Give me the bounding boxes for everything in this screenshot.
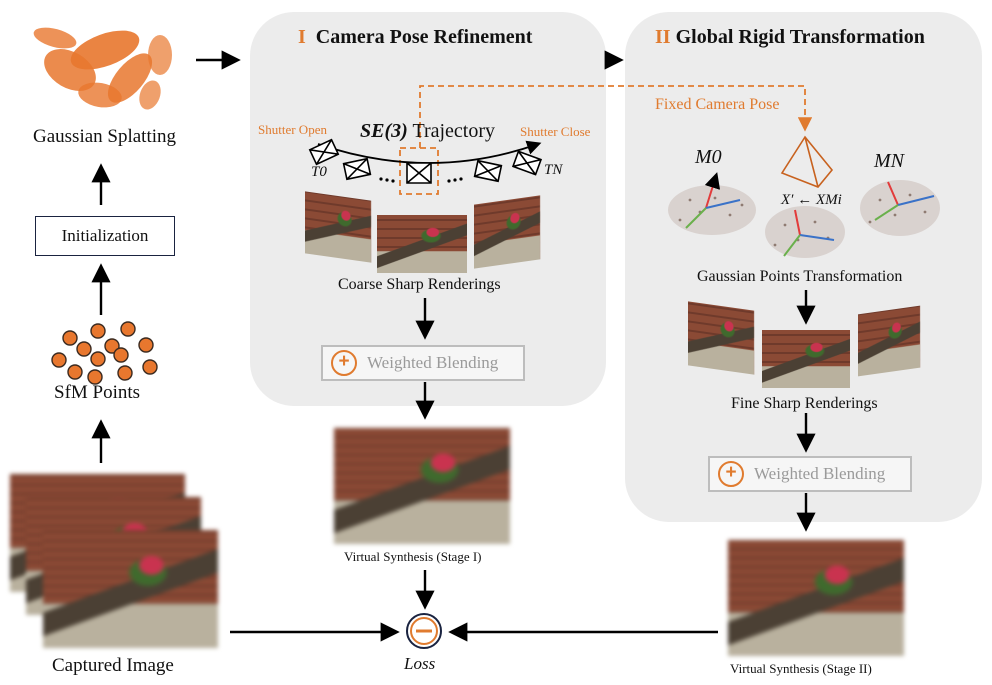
- stage1-title: I Camera Pose Refinement: [298, 26, 532, 49]
- axis-blue: [799, 234, 835, 241]
- fixed-pose-link: [419, 85, 813, 148]
- point-clouds: [668, 180, 940, 258]
- fine-rendering-left: [688, 301, 754, 375]
- shutter-close-label: Shutter Close: [520, 124, 591, 139]
- axis-blue: [705, 199, 741, 209]
- gaussian-splatting-label: Gaussian Splatting: [33, 126, 177, 147]
- plus-icon: +: [331, 350, 357, 376]
- mn-label: MN: [874, 150, 904, 172]
- virtual-synthesis-stage2-image: [728, 540, 904, 656]
- axis-green: [783, 234, 801, 257]
- axis-red: [887, 181, 899, 206]
- fine-rendering-right: [858, 305, 920, 377]
- points-transformation-label: Gaussian Points Transformation: [697, 268, 903, 285]
- loss-minus-icon: [406, 613, 442, 649]
- coarse-rendering-center: [377, 215, 467, 273]
- stage2-title: II Global Rigid Transformation: [655, 26, 925, 49]
- captured-image: [43, 530, 218, 648]
- trajectory-arc: [317, 140, 542, 164]
- transform-equation: X′ ← XMi: [781, 192, 842, 208]
- camera-icon: [308, 138, 340, 166]
- sfm-points: [51, 321, 158, 385]
- camera-icon: [342, 157, 372, 181]
- fine-rendering-center: [762, 330, 850, 388]
- initialization-box: Initialization: [35, 216, 175, 256]
- virtual-synthesis-stage1-image: [334, 428, 510, 544]
- axis-red: [704, 172, 721, 209]
- selected-camera-box: [399, 147, 439, 195]
- plus-icon: +: [718, 461, 744, 487]
- synthesis-stage1-label: Virtual Synthesis (Stage I): [344, 549, 482, 564]
- axis-green: [685, 207, 707, 229]
- camera-icon: [406, 162, 432, 184]
- t0-label: T0: [311, 164, 327, 180]
- weighted-blending-stage2: + Weighted Blending: [708, 456, 912, 492]
- weighted-blending-stage1: + Weighted Blending: [321, 345, 525, 381]
- m0-label: M0: [695, 146, 722, 168]
- stage1-numeral: I: [298, 26, 306, 48]
- coarse-rendering-left: [305, 191, 371, 263]
- initialization-label: Initialization: [61, 226, 149, 245]
- axis-blue: [897, 195, 935, 206]
- sfm-points-label: SfM Points: [54, 382, 141, 403]
- axis-red: [794, 209, 801, 236]
- fixed-camera-pose-label: Fixed Camera Pose: [655, 96, 780, 113]
- trajectory-label: SE(3) Trajectory: [360, 120, 495, 143]
- axis-green: [874, 204, 899, 221]
- trajectory-word: Trajectory: [412, 120, 496, 142]
- blending-label: Weighted Blending: [367, 353, 499, 372]
- camera-icon: [473, 159, 503, 183]
- synthesis-stage2-label: Virtual Synthesis (Stage II): [730, 661, 872, 676]
- camera-icon: [511, 150, 543, 176]
- gaussian-blobs: [33, 27, 172, 110]
- stage1-title-text: Camera Pose Refinement: [315, 26, 533, 48]
- loss-label: Loss: [404, 654, 436, 673]
- shutter-open-label: Shutter Open: [258, 122, 327, 137]
- stage2-numeral: II: [655, 26, 671, 48]
- se3-symbol: SE(3): [360, 120, 408, 142]
- coarse-renderings-label: Coarse Sharp Renderings: [338, 276, 501, 293]
- tn-label: TN: [544, 162, 563, 178]
- fine-renderings-label: Fine Sharp Renderings: [731, 395, 878, 412]
- captured-image-label: Captured Image: [52, 655, 174, 676]
- blending-label: Weighted Blending: [754, 464, 886, 483]
- stage2-title-text: Global Rigid Transformation: [675, 26, 925, 48]
- coarse-rendering-right: [474, 195, 540, 269]
- fixed-camera-pyramid: [780, 135, 834, 188]
